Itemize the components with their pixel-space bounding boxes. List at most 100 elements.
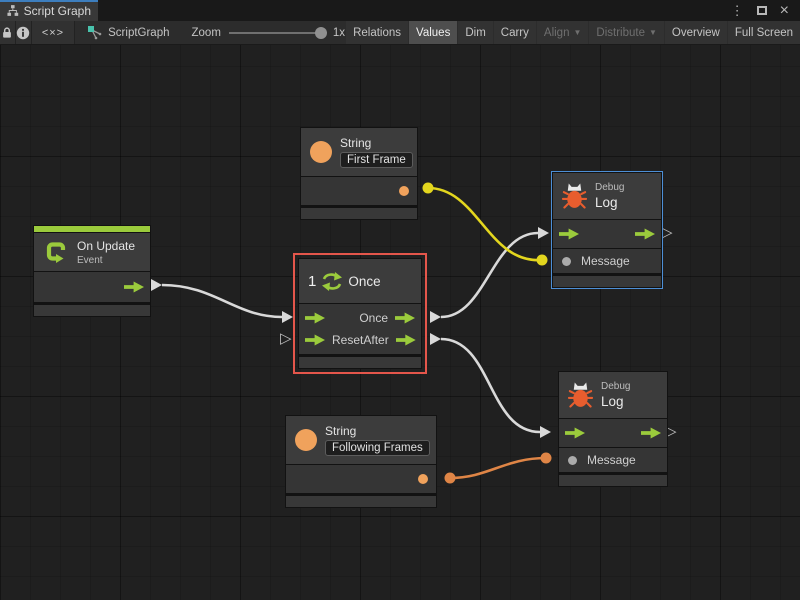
zoom-label: Zoom — [191, 26, 221, 39]
relations-button[interactable]: Relations — [346, 21, 409, 44]
node-once[interactable]: 1 Once Once — [298, 258, 422, 369]
wire-start-triangle — [430, 333, 441, 345]
node-footer — [299, 357, 421, 368]
string-value-field[interactable]: Following Frames — [325, 440, 430, 456]
zoom-value: 1x — [332, 26, 346, 39]
flow-out-port[interactable] — [641, 427, 661, 439]
tab-script-graph[interactable]: Script Graph — [0, 0, 98, 21]
wire-once-to-logbottom[interactable] — [440, 337, 541, 434]
loop-icon — [46, 242, 66, 263]
wire-string-to-logtop[interactable] — [427, 186, 543, 262]
zoom-control: Zoom 1x — [191, 21, 346, 45]
chevron-down-icon: ▼ — [573, 28, 582, 37]
graph-name-label: ScriptGraph — [108, 26, 170, 39]
align-button[interactable]: Align ▼ — [536, 21, 589, 44]
node-debug-log-bottom[interactable]: Debug Log Message — [558, 371, 668, 487]
wire-start-triangle — [430, 311, 441, 323]
port-label-message: Message — [587, 453, 636, 467]
node-footer — [559, 475, 667, 486]
node-title: Log — [601, 394, 624, 409]
close-icon[interactable]: × — [779, 1, 789, 19]
node-footer — [34, 305, 150, 316]
distribute-button[interactable]: Distribute ▼ — [589, 21, 664, 44]
node-subtitle: Debug — [595, 182, 625, 193]
once-out-port[interactable] — [395, 312, 415, 324]
flow-in-port[interactable] — [305, 312, 325, 324]
graph-toolbar: <×> ScriptGraph Zoom 1x Relations Values… — [0, 21, 800, 45]
unconnected-port-icon[interactable]: ▷ — [661, 224, 673, 241]
once-count: 1 — [308, 272, 317, 290]
node-title: String — [340, 136, 372, 150]
port-label-message: Message — [581, 254, 630, 268]
message-in-port[interactable] — [562, 256, 571, 266]
flow-out-port[interactable] — [124, 281, 144, 293]
string-out-port[interactable] — [418, 474, 428, 484]
flow-in-port[interactable] — [559, 228, 579, 240]
node-string-first-frame[interactable]: String First Frame — [300, 127, 418, 220]
graph-canvas[interactable]: ▷ ▷ ▷ On Update Event — [0, 45, 800, 600]
outline-log-bottom: Debug Log Message — [557, 370, 669, 488]
zoom-slider-track[interactable] — [228, 21, 327, 45]
zoom-slider-track-line — [228, 31, 324, 34]
node-title: Once — [348, 273, 381, 289]
wire-once-to-logtop[interactable] — [440, 231, 539, 319]
flow-out-port[interactable] — [635, 228, 655, 240]
string-icon — [295, 429, 317, 451]
node-title: Log — [595, 195, 618, 210]
carry-button[interactable]: Carry — [493, 21, 536, 44]
zoom-slider-handle[interactable] — [314, 26, 327, 39]
wire-start-dot — [422, 182, 434, 194]
wire-end-arrow — [282, 311, 293, 323]
selection-outline-once: 1 Once Once — [293, 253, 427, 374]
dim-button[interactable]: Dim — [458, 21, 493, 44]
code-icon: <×> — [41, 26, 65, 39]
node-subtitle: Event — [77, 254, 103, 266]
string-icon — [310, 141, 332, 163]
tab-focus-accent — [0, 0, 98, 2]
string-out-port[interactable] — [399, 186, 409, 196]
full-screen-button[interactable]: Full Screen — [727, 21, 800, 44]
node-title: String — [325, 424, 357, 438]
values-button[interactable]: Values — [409, 21, 458, 44]
message-in-port[interactable] — [568, 455, 577, 465]
info-button[interactable] — [15, 21, 32, 44]
graph-breadcrumb[interactable]: ScriptGraph — [87, 21, 170, 44]
lock-button[interactable] — [0, 21, 16, 44]
window-menu-icon[interactable]: ⋮ — [730, 3, 744, 18]
maximize-icon[interactable] — [756, 6, 767, 15]
wire-string-to-logbottom[interactable] — [449, 456, 547, 480]
bug-icon — [562, 183, 587, 209]
node-subtitle: Debug — [601, 381, 631, 392]
string-value-field[interactable]: First Frame — [340, 152, 413, 168]
tab-title: Script Graph — [23, 3, 91, 18]
node-title: On Update — [77, 238, 136, 253]
unconnected-port-icon[interactable]: ▷ — [665, 423, 677, 440]
flow-in-port[interactable] — [565, 427, 585, 439]
node-footer — [286, 496, 436, 507]
wire-start-dot — [444, 472, 456, 484]
node-string-following-frames[interactable]: String Following Frames — [285, 415, 437, 508]
bug-icon — [568, 382, 593, 408]
node-footer — [553, 276, 661, 287]
node-on-update[interactable]: On Update Event — [33, 225, 151, 317]
node-debug-log-top[interactable]: Debug Log Message — [552, 172, 662, 288]
tab-bar: Script Graph ⋮ × — [0, 0, 800, 21]
chevron-down-icon: ▼ — [648, 28, 657, 37]
reset-in-port[interactable] — [305, 334, 325, 346]
wire-end-dot — [536, 254, 548, 266]
code-view-button[interactable]: <×> — [31, 21, 76, 44]
unconnected-port-icon[interactable]: ▷ — [280, 330, 292, 347]
lock-icon — [3, 27, 12, 38]
hierarchy-icon — [7, 5, 19, 16]
overview-button[interactable]: Overview — [664, 21, 727, 44]
info-icon — [17, 26, 30, 39]
wire-end-arrow — [538, 227, 549, 239]
port-label-after: After — [363, 333, 389, 347]
after-out-port[interactable] — [395, 334, 416, 346]
wire-onupdate-to-once[interactable] — [161, 283, 283, 319]
highlight-outline-log-top: Debug Log Message — [551, 171, 663, 289]
port-label-once: Once — [359, 311, 388, 325]
window-controls: ⋮ × — [731, 0, 800, 21]
toolbar-toggles: Relations Values Dim Carry Align ▼ Distr… — [345, 21, 800, 44]
wire-start-triangle — [151, 279, 162, 291]
